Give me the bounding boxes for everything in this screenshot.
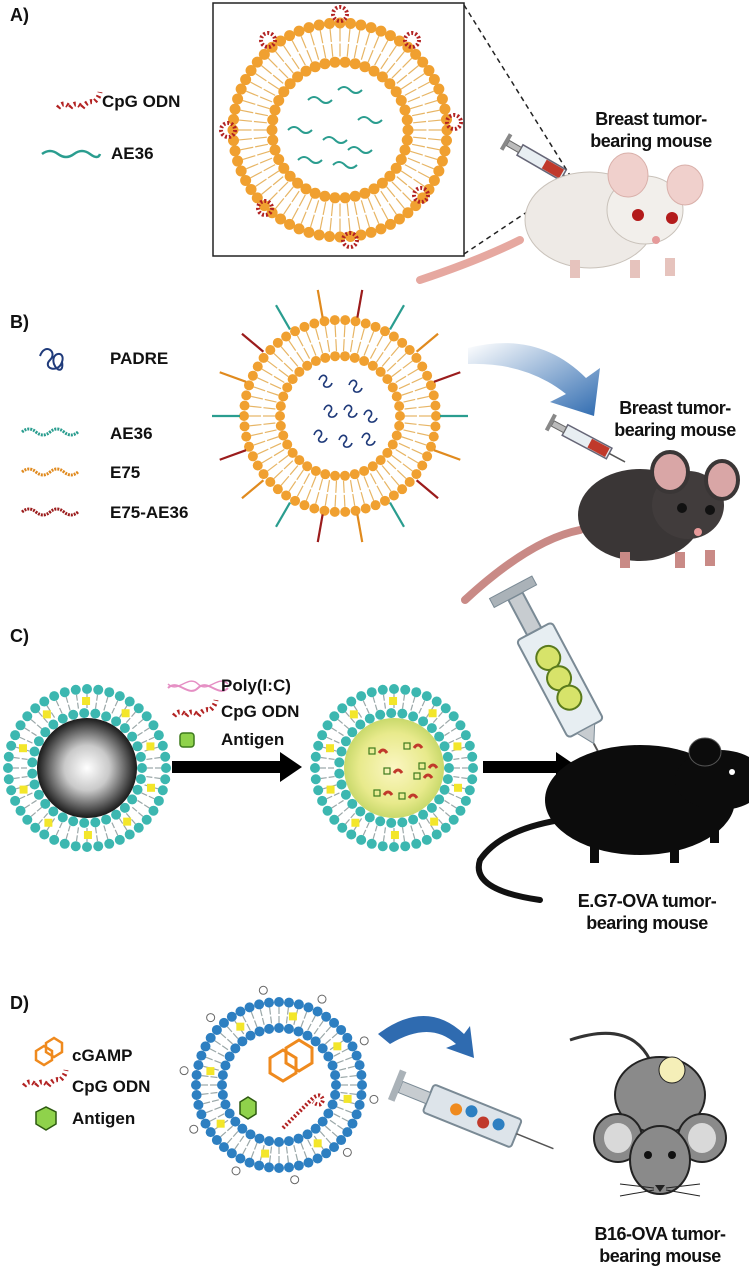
legend-cpg-odn-c: CpG ODN — [221, 702, 300, 721]
panel-a-label: A) — [10, 5, 29, 25]
zoom-line-top — [463, 4, 577, 186]
caption-c-2: bearing mouse — [586, 913, 708, 933]
caption-a-2: bearing mouse — [590, 131, 712, 151]
caption-b-1: Breast tumor- — [619, 398, 731, 418]
e75-ae36-icon — [21, 507, 79, 517]
mouse-icon — [461, 450, 740, 604]
panel-c-graphics — [3, 575, 749, 903]
legend-antigen-c: Antigen — [221, 730, 285, 749]
zoom-line-bottom — [463, 189, 561, 255]
antigen-c-icon — [179, 732, 195, 748]
arrow-icon — [378, 1016, 474, 1058]
cpg-odn-c-icon — [172, 699, 219, 721]
cpg-odn-d-icon — [22, 1069, 69, 1091]
mouse-icon — [475, 737, 749, 903]
liposome-d — [179, 985, 379, 1185]
syringe-icon — [488, 575, 611, 774]
caption-d-1: B16-OVA tumor- — [594, 1224, 726, 1244]
caption-c-1: E.G7-OVA tumor- — [577, 891, 717, 911]
panel-a-graphics — [41, 2, 704, 284]
ae36-icon — [41, 149, 102, 159]
legend-e75-ae36: E75-AE36 — [110, 503, 189, 522]
legend-cpg-odn-d: CpG ODN — [72, 1077, 151, 1096]
cpg-odn-icon — [56, 91, 103, 113]
padre-icon — [39, 348, 64, 371]
legend-poly-ic: Poly(I:C) — [221, 676, 291, 695]
legend-e75: E75 — [110, 463, 141, 482]
caption-d-2: bearing mouse — [599, 1246, 721, 1266]
panel-b-label: B) — [10, 312, 29, 332]
ae36-b-icon — [21, 427, 79, 437]
legend-ae36-a: AE36 — [111, 144, 154, 163]
panel-d-label: D) — [10, 993, 29, 1013]
poly-ic-icon — [167, 684, 229, 692]
cpg-tethers-a — [219, 5, 463, 249]
mouse-icon — [569, 1031, 727, 1197]
syringe-icon — [499, 133, 580, 185]
legend-ae36-b: AE36 — [110, 424, 153, 443]
caption-b-2: bearing mouse — [614, 420, 736, 440]
arrow-icon — [468, 343, 600, 416]
legend-padre: PADRE — [110, 349, 169, 368]
legend-antigen-d: Antigen — [72, 1109, 136, 1128]
antigen-d-icon — [35, 1106, 57, 1131]
cgamp-icon-2 — [44, 1036, 64, 1059]
nanoparticle-loaded — [310, 684, 478, 852]
legend-cgamp: cGAMP — [72, 1046, 133, 1065]
cgamp-icon — [34, 1044, 54, 1067]
panel-b-graphics — [21, 289, 740, 604]
caption-a-1: Breast tumor- — [595, 109, 707, 129]
syringe-icon — [544, 413, 626, 463]
e75-icon — [21, 467, 79, 477]
liposome-a — [227, 17, 453, 243]
poly-ic-icon-2 — [167, 680, 229, 688]
panel-c-label: C) — [10, 626, 29, 646]
nanoparticle-empty — [3, 684, 171, 852]
panel-d-graphics — [22, 985, 727, 1197]
arrow-icon — [172, 752, 302, 782]
mouse-icon — [416, 152, 704, 284]
liposome-b — [239, 315, 441, 517]
syringe-icon — [387, 1069, 554, 1150]
peptide-tails-b — [212, 289, 468, 543]
legend-cpg-odn-a: CpG ODN — [102, 92, 181, 111]
